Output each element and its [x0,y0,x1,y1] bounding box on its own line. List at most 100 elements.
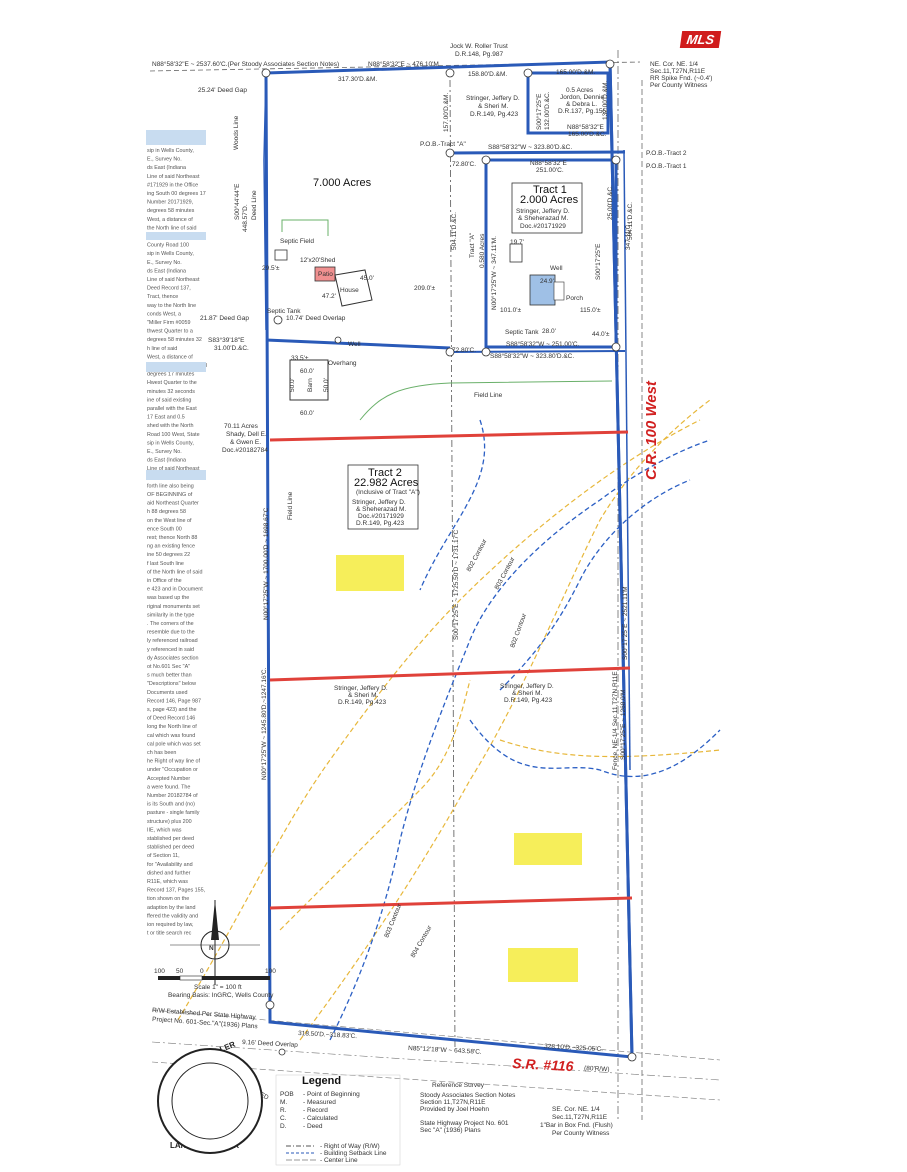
strip-line: for "Availability and [147,862,193,868]
strip-line: ot No.601 Sec "A" [147,664,190,670]
strip-line: parallel with the East [147,406,197,412]
strip-line: under "Occupation or [147,767,198,773]
contour-blue-east [469,719,721,778]
tract3-highlight [336,555,404,591]
adjoiner-left-2: Shady, Dell E. [226,431,267,438]
tract2-label-box [347,464,419,530]
barn-60: 60.0' [300,368,314,375]
parcel-05-boundary [526,71,610,135]
scale-tick-100a: 100 [154,968,165,975]
contour-804 [299,399,711,1041]
strip-line: s much better than [147,673,192,679]
top-bearing: N88°58'32"E ~ 476.10'M [368,60,439,68]
mid-owner-right-2: & Sheri M. [512,690,543,697]
porch [553,281,565,301]
stringer-top-1: Stringer, Jeffery D. [466,95,520,102]
strip-line: Line of said Northeast [147,277,200,283]
tract-center-line [449,79,456,1051]
strip-line: ng an existing fence [147,544,195,550]
corner-se-4: Per County Witness [552,1130,610,1137]
sr116-label: S.R. #116 [512,1055,574,1074]
strip-line: E., Survey No. [147,260,182,266]
strip-line: of Section 11, [147,853,180,859]
strip-line: ion required by law, [147,922,194,928]
mid-owner-left-2: & Sheri M. [348,692,379,699]
north-arrow [170,900,260,985]
tract-a-bottom-inner: S88°58'32"W ~ 251.00'C. [506,340,580,348]
mid-owner-right-3: D.R.149, Pg.423 [504,697,552,704]
legend-line-desc: - Right of Way (R/W) [320,1143,380,1150]
surveyor-seal [157,1048,263,1154]
strip-line: of the North line of said [147,569,202,575]
strip-highlight-2 [146,232,206,240]
contour-803 [329,439,711,1041]
tract1-dim-28: 28.0' [542,328,556,335]
left-description-strip: sip in Wells County, E., Survey No. ds Eas… [146,148,207,937]
strip-line: rest; thence North 88 [147,535,197,541]
stringer-top-2: & Sheri M. [478,103,509,110]
tract2-box-note: (Inclusive of Tract "A") [356,489,420,496]
strip-line: structure) plus 200 [147,819,192,825]
strip-line: West, a distance of [147,217,193,223]
strip-line: West, a distance of [147,354,193,360]
strip-line: sip in Wells County, [147,251,194,257]
strip-line: Record 146, Page 987 [147,698,201,704]
tract2-box-acres: 22.982 Acres [354,477,419,489]
split-line-3 [269,896,633,910]
field-line-vert: Field Line [287,491,294,520]
corner-se-2: Sec.11,T27N,R11E [552,1114,608,1121]
dim-165: 165.00'D.&M. [556,69,595,76]
strip-line: . The corners of the [147,621,194,627]
strip-line: Number 20171929, [147,200,194,206]
dim-158: 158.80'D.&M. [468,71,507,78]
bearing-n88-small: N88°58'32"E [567,123,605,131]
sr116-row-north [151,1009,721,1061]
strip-line: ly referenced railroad [147,638,198,644]
legend-abbr: C. [280,1115,287,1122]
strip-line: ine of said existing [147,397,191,403]
dead-gap-top: 25.24' Deed Gap [198,87,247,94]
tract-a-name: Tract "A" [469,232,476,258]
tract1-dim-19: 19.7' [510,239,524,246]
parcel-05-2: Jordon, Dennie [560,94,604,101]
bottom-bearing: N85°12'18"W ~ 643.58'C. [408,1044,482,1056]
strip-line: of Deed Record 146 [147,716,195,722]
strip-line: County Road 100 [147,243,189,249]
tract1-dim-44: 44.0'± [592,331,610,338]
strip-line: stablished per deed [147,836,194,842]
contour-803b-label: 803 Contour [383,902,403,939]
legend-desc: - Point of Beginning [303,1091,360,1098]
legend-line-desc: - Building Setback Line [320,1150,387,1157]
contour-802-label: 802 Contour [466,537,489,573]
septic-field-outline [281,219,329,236]
house-label: House [340,287,359,294]
reference-line: Sec "A" (1936) Plans [420,1127,481,1134]
tract1-boundary [484,158,618,349]
strip-line: "Miller Firm #0059 [147,320,191,326]
tract1-n88: N88°58'32"E [530,159,568,167]
scale-tick-100b: 100 [265,968,276,975]
strip-line: 17 East and 0.5 [147,415,185,421]
legend-abbr: D. [280,1123,287,1130]
legend-abbr: M. [280,1099,287,1106]
north-section-line: N88°58'32"E ~ 2537.60'C.(Per Stoody Asso… [152,60,339,68]
tract1-box-doc: Doc.#20171929 [520,223,566,230]
reference-line: Stoody Associates Section Notes [420,1092,516,1099]
strip-line: OF BEGINNING of [147,492,193,498]
barn-50b: 50.0' [323,378,330,392]
dim-157: 157.00'D.&M. [443,93,450,132]
strip-line: cal which was found [147,733,195,739]
strip-line: ds East (Indiana [147,268,186,274]
legend-desc: - Calculated [303,1115,338,1122]
bearing-left-long: N00°17'25"W ~ 1700.00'D ~ 1698.67'C [262,507,270,620]
strip-line: Tract, thence [147,294,178,300]
patio-label: Patio [318,271,333,278]
strip-line: adaption by the land [147,905,196,911]
strip-line: Deed Record 137, [147,286,191,292]
east-boundary [608,61,634,1058]
scale-basis: Bearing Basis: InGRC, Wells County [168,992,274,999]
adjoiner-left-1: 70.11 Acres [224,423,259,430]
strip-line: ence South 00 [147,526,182,532]
shed [274,249,288,261]
shed-label: 12'x20'Shed [300,257,336,264]
